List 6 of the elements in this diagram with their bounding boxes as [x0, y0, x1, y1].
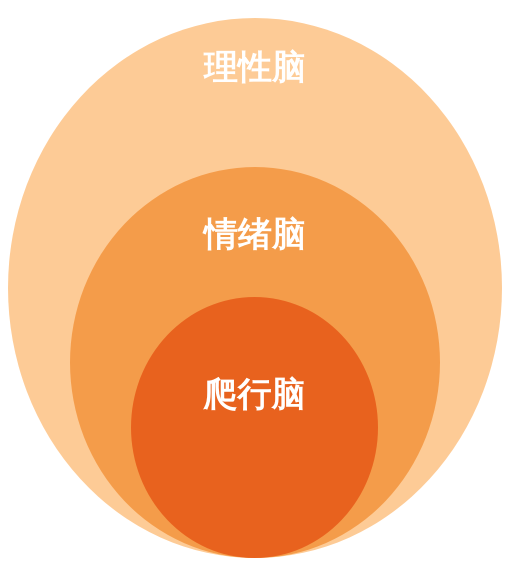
- layer-label: 爬行脑: [204, 376, 306, 414]
- layer-label: 理性脑: [204, 49, 306, 87]
- brain-layer-ellipse: [70, 167, 440, 558]
- brain-layer-ellipse: [8, 18, 502, 558]
- brain-layer-ellipse: [131, 297, 378, 558]
- layer-label: 情绪脑: [204, 216, 306, 254]
